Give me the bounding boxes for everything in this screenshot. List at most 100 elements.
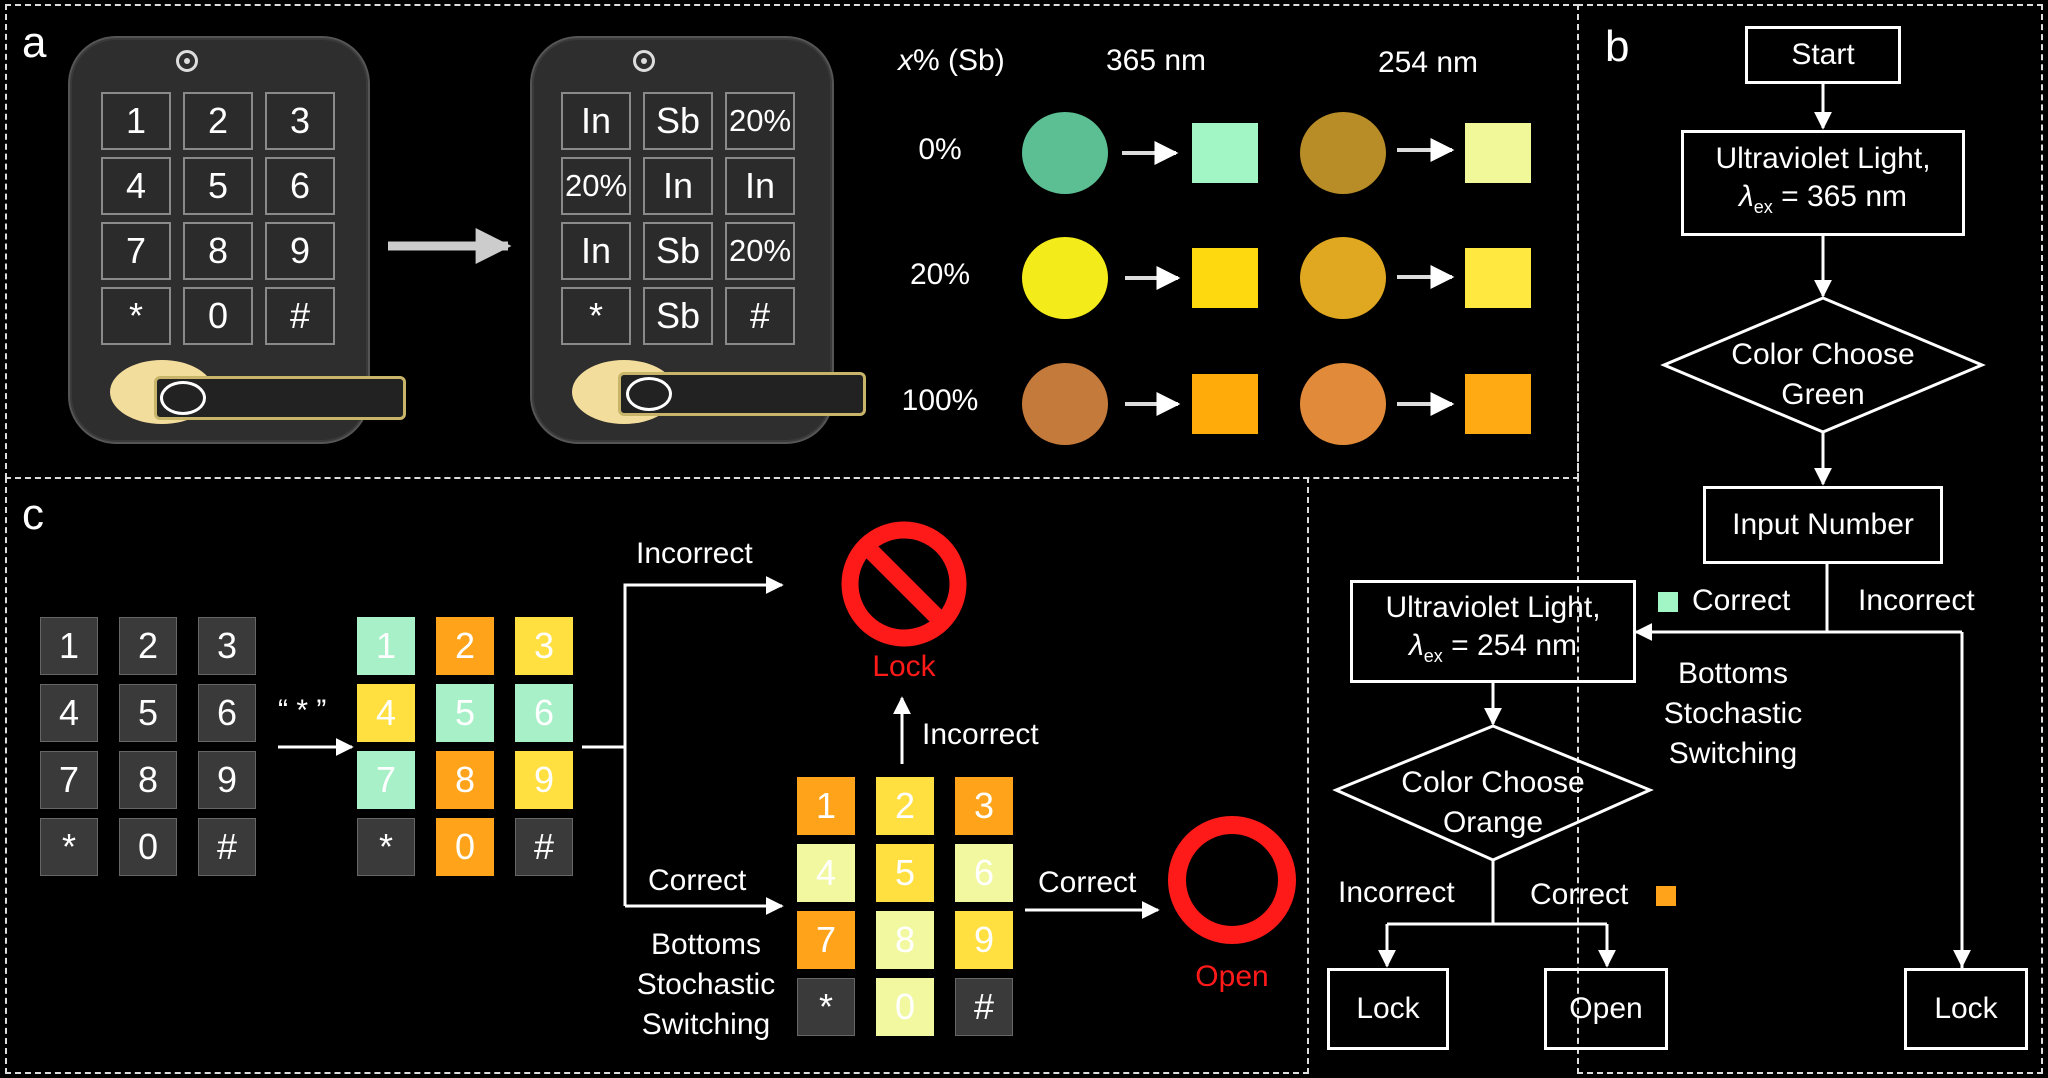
keypad_c2-key: 1 bbox=[357, 617, 415, 675]
sample-254-square bbox=[1465, 248, 1531, 308]
flow-choose-orange-line2: Orange bbox=[1442, 806, 1544, 839]
lock2-key: 20% bbox=[725, 222, 795, 280]
sample-365-square bbox=[1192, 374, 1258, 434]
lock2-key: In bbox=[561, 92, 631, 150]
flow-uv254-line1: Ultraviolet Light, bbox=[1385, 590, 1601, 624]
switching-line1: Bottoms bbox=[650, 928, 762, 961]
lock2-key: In bbox=[643, 157, 713, 215]
flow-lock-box-a: Lock bbox=[1327, 968, 1449, 1050]
sample-header-254nm: 254 nm bbox=[1377, 46, 1479, 79]
keypad_c3-key: 9 bbox=[955, 911, 1013, 969]
keypad_c2-key: # bbox=[515, 818, 573, 876]
flow-switching-line1: Bottoms bbox=[1677, 657, 1789, 690]
flowchart-connectors bbox=[1332, 84, 1986, 968]
sample-row-label: 20% bbox=[909, 258, 971, 291]
sample-header-composition: x% (Sb) bbox=[898, 44, 1005, 77]
sample-254-square bbox=[1465, 123, 1531, 183]
keypad_c3-key: 5 bbox=[876, 844, 934, 902]
flow-start-box: Start bbox=[1745, 26, 1901, 84]
lock1-key: # bbox=[265, 287, 335, 345]
sample-arrows bbox=[1122, 138, 1455, 416]
flow-input-number-box: Input Number bbox=[1703, 486, 1943, 564]
lock2-key: In bbox=[561, 222, 631, 280]
lock2-key: Sb bbox=[643, 287, 713, 345]
lock1-key: 1 bbox=[101, 92, 171, 150]
switching-line2: Stochastic bbox=[636, 968, 776, 1001]
sample-row-label: 0% bbox=[918, 133, 962, 166]
keypad_c2-key: * bbox=[357, 818, 415, 876]
keypad_c3-key: * bbox=[797, 978, 855, 1036]
correct-right-label: Correct bbox=[1038, 866, 1137, 899]
incorrect-mid-label: Incorrect bbox=[922, 718, 1039, 751]
lock1-key: 6 bbox=[265, 157, 335, 215]
keypad_c3-key: 7 bbox=[797, 911, 855, 969]
keypad_c3-key: 0 bbox=[876, 978, 934, 1036]
open-label: Open bbox=[1195, 960, 1269, 993]
flow-uv365-box: Ultraviolet Light, λex = 365 nm bbox=[1681, 130, 1965, 236]
correct-left-label: Correct bbox=[648, 864, 747, 897]
sample-254-blob bbox=[1300, 112, 1386, 194]
sample-365-blob bbox=[1022, 112, 1108, 194]
keypad_c2-key: 8 bbox=[436, 751, 494, 809]
keypad_c1-key: 2 bbox=[119, 617, 177, 675]
sample-254-blob bbox=[1300, 237, 1386, 319]
lock1-key: 8 bbox=[183, 222, 253, 280]
flow-uv365-line1: Ultraviolet Light, bbox=[1715, 142, 1931, 175]
keypad_c1-key: 0 bbox=[119, 818, 177, 876]
flow-choose-green-line2: Green bbox=[1781, 378, 1865, 411]
keypad_c3-key: 4 bbox=[797, 844, 855, 902]
keypad_c3-key: # bbox=[955, 978, 1013, 1036]
lock1-handle-ring bbox=[160, 381, 206, 415]
lock1-key: 5 bbox=[183, 157, 253, 215]
sample-365-blob bbox=[1022, 237, 1108, 319]
flow-switching-line2: Stochastic bbox=[1663, 697, 1803, 730]
flow-uv254-line2: λex = 254 nm bbox=[1408, 628, 1578, 666]
keypad_c3-key: 1 bbox=[797, 777, 855, 835]
lock-prohibit-icon bbox=[840, 520, 968, 648]
star-input-label: “ * ” bbox=[278, 694, 327, 727]
lock1-key: 0 bbox=[183, 287, 253, 345]
keypad_c1-key: 4 bbox=[40, 684, 98, 742]
switching-line3: Switching bbox=[641, 1008, 771, 1041]
flow-uv365-line2: λex = 365 nm bbox=[1738, 180, 1908, 217]
lock1-key: 4 bbox=[101, 157, 171, 215]
panel-c-connectors bbox=[278, 576, 1160, 919]
lock-label: Lock bbox=[872, 650, 936, 683]
sample-365-square bbox=[1192, 248, 1258, 308]
keypad_c3-key: 8 bbox=[876, 911, 934, 969]
flow-uv254-box: Ultraviolet Light, λex = 254 nm bbox=[1350, 580, 1636, 683]
lock2-key: # bbox=[725, 287, 795, 345]
open-ring-icon bbox=[1166, 814, 1298, 946]
keypad_c1-key: 1 bbox=[40, 617, 98, 675]
keypad_c3-key: 3 bbox=[955, 777, 1013, 835]
keypad_c2-key: 7 bbox=[357, 751, 415, 809]
lock1-key: 3 bbox=[265, 92, 335, 150]
lock2-handle-ring bbox=[626, 377, 672, 411]
keypad_c2-key: 6 bbox=[515, 684, 573, 742]
keypad_c2-key: 0 bbox=[436, 818, 494, 876]
sample-254-square bbox=[1465, 374, 1531, 434]
lock1-key: 9 bbox=[265, 222, 335, 280]
keypad_c1-key: 8 bbox=[119, 751, 177, 809]
lock1-key: * bbox=[101, 287, 171, 345]
incorrect-top-label: Incorrect bbox=[636, 537, 753, 570]
lock2-key: Sb bbox=[643, 92, 713, 150]
panel-b-frame bbox=[1577, 4, 2043, 1074]
keypad_c2-key: 3 bbox=[515, 617, 573, 675]
flow-correct2-label: Correct bbox=[1530, 878, 1629, 911]
keypad_c1-key: 5 bbox=[119, 684, 177, 742]
keypad_c2-key: 5 bbox=[436, 684, 494, 742]
keypad_c3-key: 2 bbox=[876, 777, 934, 835]
panel-label-b: b bbox=[1605, 22, 1630, 71]
lock2-camera-icon bbox=[633, 50, 655, 72]
lock2-key: In bbox=[725, 157, 795, 215]
lock2-key: Sb bbox=[643, 222, 713, 280]
keypad_c1-key: # bbox=[198, 818, 256, 876]
flow-choose-green-line1: Color Choose bbox=[1731, 338, 1915, 371]
flow-incorrect2-label: Incorrect bbox=[1338, 876, 1455, 909]
lock1-key: 7 bbox=[101, 222, 171, 280]
keypad_c1-key: * bbox=[40, 818, 98, 876]
keypad_c1-key: 7 bbox=[40, 751, 98, 809]
flow-correct1-label: Correct bbox=[1692, 584, 1791, 617]
